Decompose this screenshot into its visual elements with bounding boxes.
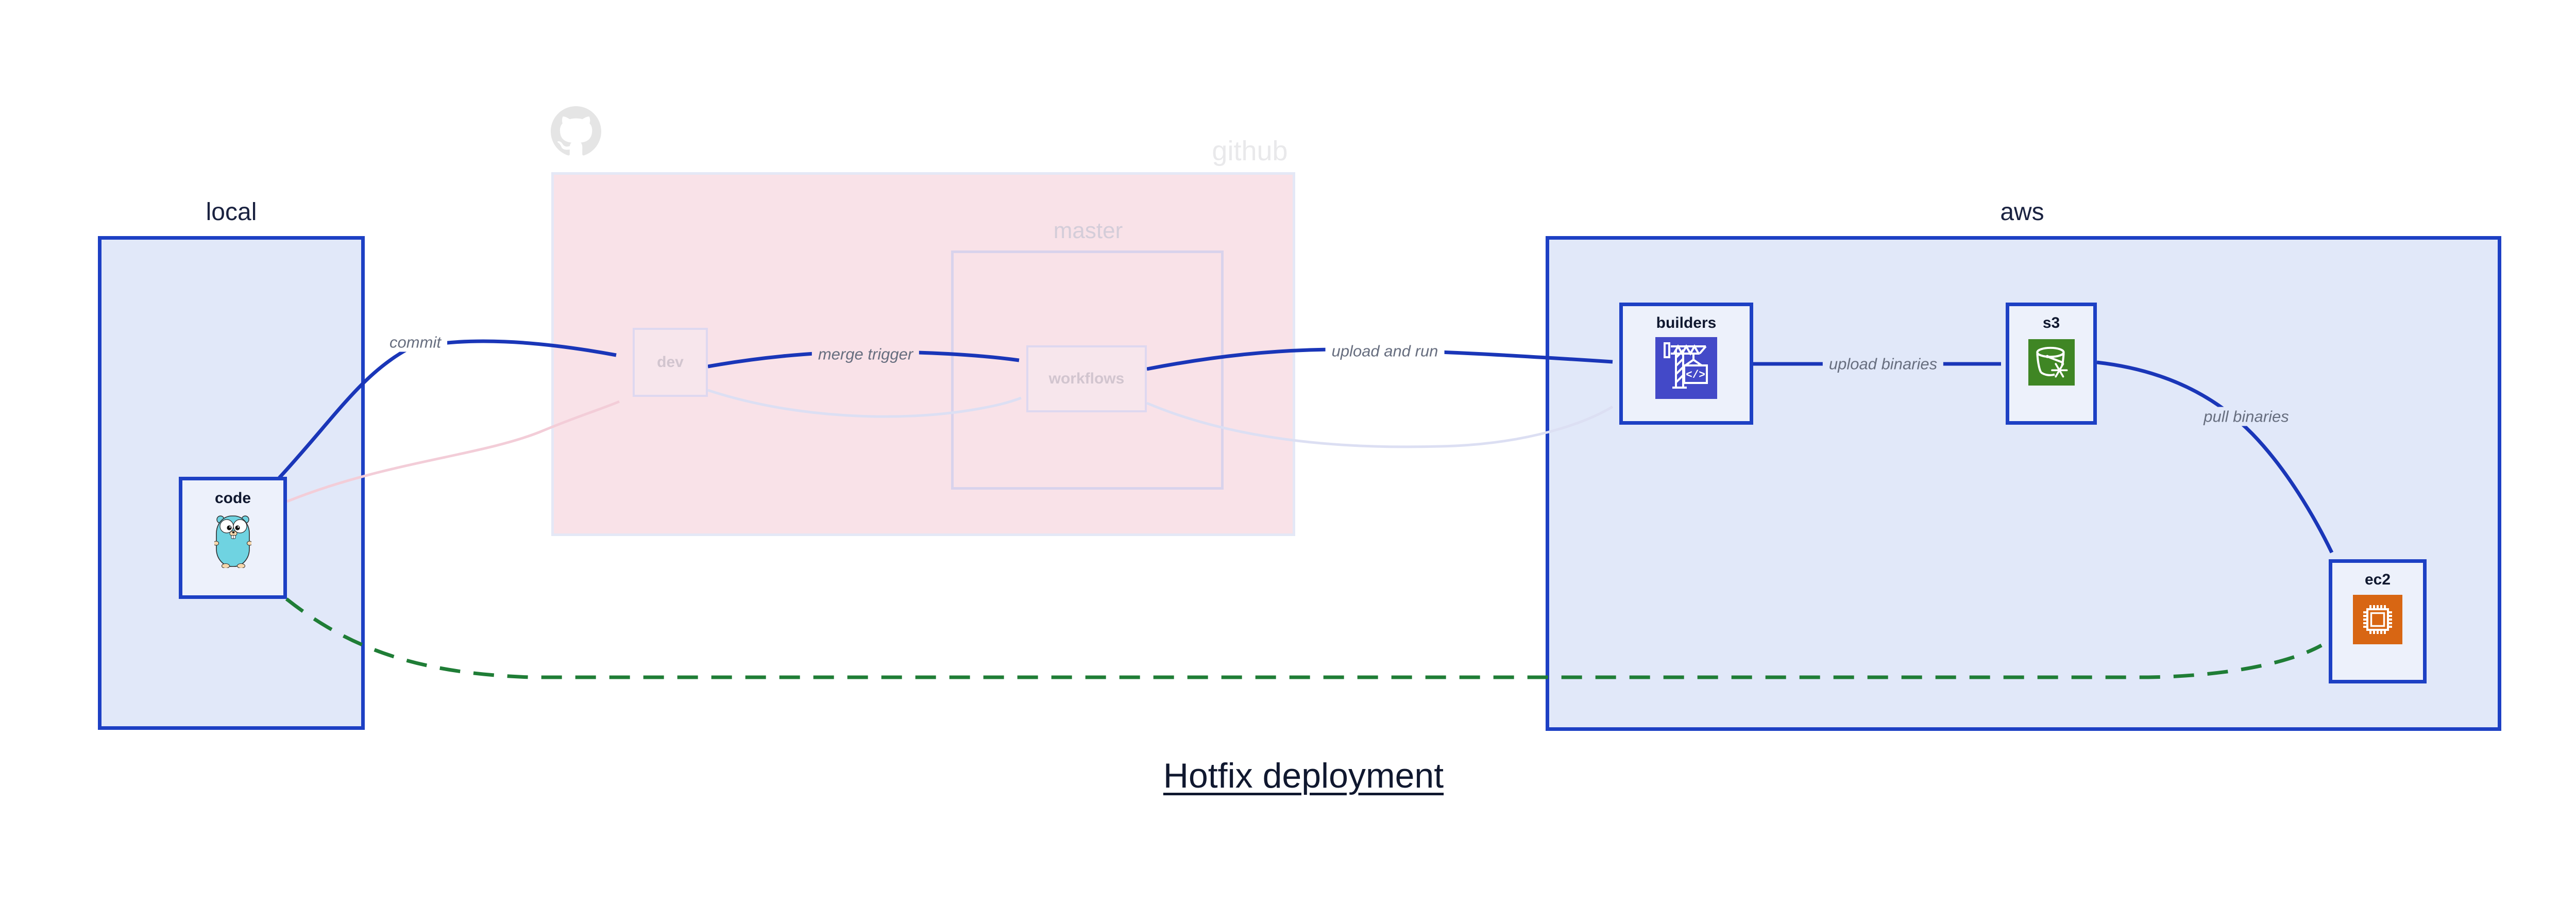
- aws-cluster-label: aws: [2000, 198, 2044, 226]
- node-workflows-label: workflows: [1048, 370, 1125, 387]
- github-octocat-icon: [551, 106, 601, 156]
- edge-label-upload-binaries: upload binaries: [1822, 354, 1944, 374]
- edge-label-pull-binaries: pull binaries: [2197, 407, 2295, 426]
- node-s3: s3: [2006, 303, 2097, 425]
- node-ec2-label: ec2: [2364, 571, 2391, 588]
- node-ec2: ec2: [2329, 559, 2427, 683]
- node-code-label: code: [214, 490, 251, 507]
- node-builders: builders </>: [1619, 303, 1753, 425]
- node-s3-label: s3: [2042, 314, 2060, 331]
- master-cluster-box: [951, 250, 1224, 490]
- local-cluster-label: local: [206, 198, 257, 226]
- edge-pull-binaries: [2096, 360, 2334, 554]
- edge-dev-to-workflows-faded: [707, 389, 1022, 418]
- edge-workflows-to-builders-faded: [1146, 402, 1614, 448]
- edge-code-to-ec2-dashed: [285, 597, 2323, 679]
- edge-label-commit: commit: [383, 332, 447, 352]
- edge-code-to-dev-faded: [286, 400, 620, 503]
- aws-codebuild-crane-icon: </>: [1655, 337, 1717, 399]
- node-dev: dev: [633, 328, 708, 397]
- go-gopher-icon: [214, 515, 251, 568]
- master-cluster-label: master: [1053, 218, 1123, 243]
- svg-text:</>: </>: [1686, 370, 1705, 381]
- diagram-title: Hotfix deployment: [1163, 756, 1444, 795]
- aws-s3-glacier-bucket-icon: [2028, 339, 2075, 386]
- edge-label-upload-and-run: upload and run: [1325, 341, 1445, 361]
- github-cluster-label: github: [1212, 136, 1288, 166]
- node-dev-label: dev: [657, 354, 684, 371]
- node-builders-label: builders: [1656, 314, 1717, 331]
- edge-label-merge-trigger: merge trigger: [811, 344, 920, 364]
- aws-ec2-chip-icon: [2353, 595, 2402, 644]
- node-code: code: [179, 477, 287, 599]
- node-workflows: workflows: [1026, 345, 1147, 412]
